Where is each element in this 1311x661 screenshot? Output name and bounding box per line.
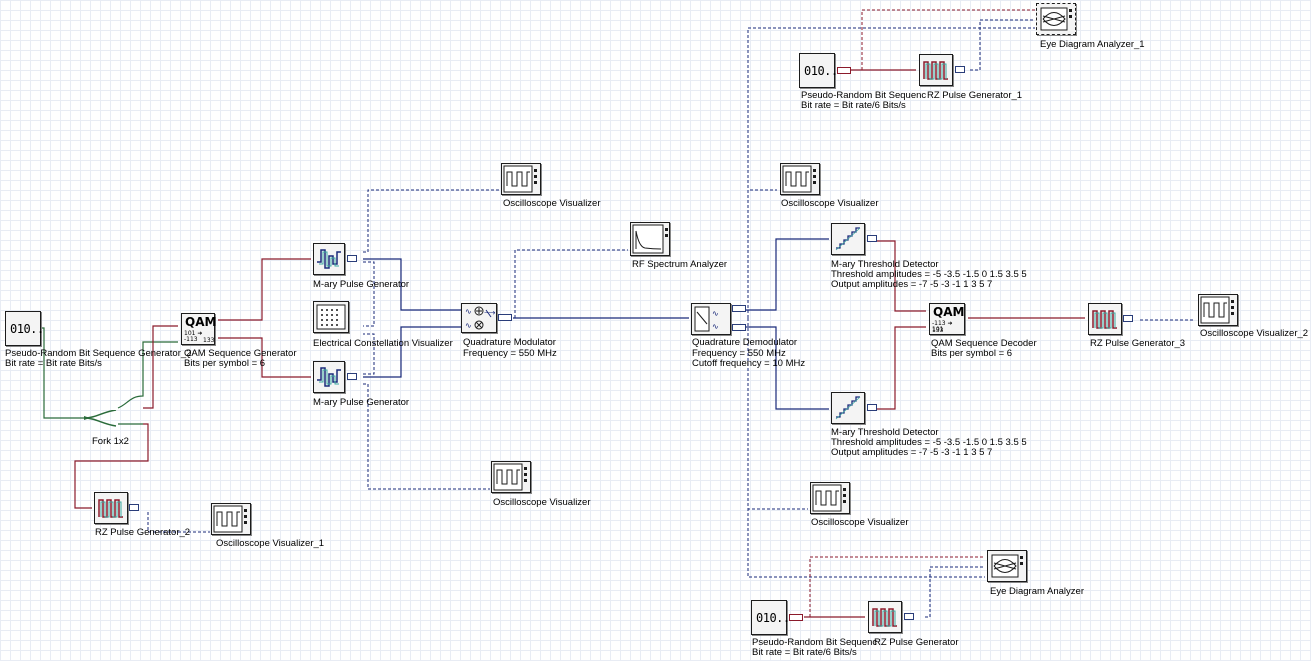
wire-qam-mary-bot — [218, 337, 311, 378]
wire-qam-mary-top — [218, 258, 311, 321]
svg-text:∿: ∿ — [465, 321, 472, 330]
wire-fork-qam — [117, 341, 178, 409]
pulse-icon — [1088, 303, 1122, 335]
probe-eye1-trigger — [861, 9, 1035, 70]
label-osc-mid2: Oscilloscope Visualizer — [811, 517, 909, 528]
label-qdemod: Quadrature Demodulator — [692, 337, 798, 348]
eye-diagram-icon — [987, 550, 1027, 582]
svg-text:∿: ∿ — [712, 322, 719, 331]
probe-osc-mid — [747, 189, 777, 318]
quadrature-demodulator-icon: ∿∿ — [691, 303, 731, 335]
wire-mary-top-mod — [363, 258, 461, 311]
label-thr-top: M-ary Threshold Detector — [831, 259, 939, 270]
probe-osc1 — [147, 512, 210, 533]
label-osc-mid: Oscilloscope Visualizer — [781, 198, 879, 209]
wire-mary-bot-mod — [363, 326, 461, 378]
bits-icon: 010.. — [799, 53, 838, 88]
label-osc2: Oscilloscope Visualizer_2 — [1200, 328, 1309, 339]
label-rz1: RZ Pulse Generator_1 — [927, 90, 1023, 101]
pulse-icon — [919, 54, 953, 86]
bits-icon: 010.. — [751, 600, 790, 635]
param-qam-dec: Bits per symbol = 6 — [931, 348, 1013, 359]
label-prbs-bot: Pseudo-Random Bit Sequenc — [752, 637, 878, 648]
label-rz-bot: RZ Pulse Generator — [874, 637, 959, 648]
threshold-icon — [831, 392, 865, 424]
label-thr-bot: M-ary Threshold Detector — [831, 427, 939, 438]
param2-thr-bot: Output amplitudes = -7 -5 -3 -1 1 3 5 7 — [831, 447, 993, 458]
oscilloscope-icon — [501, 163, 541, 195]
wire-demod-thr-top — [744, 238, 829, 311]
svg-text:∿: ∿ — [712, 309, 719, 318]
oscilloscope-icon — [810, 482, 850, 514]
label-qam-gen: QAM Sequence Generator — [184, 348, 297, 359]
spectrum-icon — [630, 222, 670, 256]
constellation-icon — [313, 301, 349, 333]
param-prbs-bot: Bit rate = Bit rate/6 Bits/s — [752, 647, 857, 658]
param-prbs-main: Bit rate = Bit rate Bits/s — [5, 358, 102, 369]
bits-icon: 010.. — [5, 311, 44, 346]
label-rz3: RZ Pulse Generator_3 — [1090, 338, 1186, 349]
wire-fork-rz2 — [74, 423, 149, 509]
label-osc-top: Oscilloscope Visualizer — [503, 198, 601, 209]
wire-demod-thr-bot — [744, 326, 829, 410]
label-qmod: Quadrature Modulator — [463, 337, 556, 348]
wire-thr-top-dec — [871, 240, 926, 312]
probe-eye-bot-ref — [925, 566, 985, 618]
pulse-icon — [868, 601, 902, 633]
mary-pulse-icon — [313, 243, 345, 275]
label-osc1: Oscilloscope Visualizer_1 — [216, 538, 325, 549]
label-rfsa: RF Spectrum Analyzer — [632, 259, 728, 270]
eye-diagram-icon — [1036, 3, 1076, 35]
param-thr-top: Threshold amplitudes = -5 -3.5 -1.5 0 1.… — [831, 269, 1027, 280]
probe-constel-a — [363, 261, 375, 327]
param2-qdemod: Cutoff frequency = 10 MHz — [692, 358, 806, 369]
probe-constel-b — [363, 333, 375, 375]
oscilloscope-icon — [780, 163, 820, 195]
probe-rfsa — [514, 249, 628, 318]
threshold-icon — [831, 223, 865, 255]
probe-eye1-ref — [970, 19, 1035, 71]
probe-eye-bot-trigger — [809, 556, 985, 617]
label-eye1: Eye Diagram Analyzer_1 — [1040, 39, 1145, 50]
label-constel: Electrical Constellation Visualizer — [313, 338, 453, 349]
label-mary-top: M-ary Pulse Generator — [313, 279, 410, 290]
param2-thr-top: Output amplitudes = -7 -5 -3 -1 1 3 5 7 — [831, 279, 993, 290]
wire-fork-qam-bin — [143, 325, 178, 409]
qam-encoder-icon: QAM 101 ➜ -113 133 — [181, 313, 216, 345]
qam-decoder-icon: QAM -113 ➜ 101 133 — [929, 303, 965, 335]
label-mary-bot: M-ary Pulse Generator — [313, 397, 410, 408]
label-osc-bot: Oscilloscope Visualizer — [493, 497, 591, 508]
param-thr-bot: Threshold amplitudes = -5 -3.5 -1.5 0 1.… — [831, 437, 1027, 448]
fork-icon — [83, 409, 117, 427]
wire-prbs-fork — [41, 327, 84, 419]
param-qam-gen: Bits per symbol = 6 — [184, 358, 266, 369]
svg-text:∿: ∿ — [465, 307, 472, 316]
label-prbs-main: Pseudo-Random Bit Sequence Generator_2 — [5, 348, 192, 359]
oscilloscope-icon — [1198, 294, 1238, 326]
param-prbs-top: Bit rate = Bit rate/6 Bits/s — [801, 100, 906, 111]
param-qdemod: Frequency = 550 MHz — [692, 348, 786, 359]
probe-osc-bot — [363, 383, 490, 490]
label-prbs-top: Pseudo-Random Bit Sequenc — [801, 90, 927, 101]
pulse-icon — [94, 492, 128, 524]
oscilloscope-icon — [211, 503, 251, 535]
probe-osc-top — [363, 189, 500, 253]
quadrature-modulator-icon: ∿ ⟶ ∿ — [461, 303, 497, 333]
label-rz2: RZ Pulse Generator_2 — [95, 527, 191, 538]
label-eye-bot: Eye Diagram Analyzer — [990, 586, 1084, 597]
label-qam-dec: QAM Sequence Decoder — [931, 338, 1037, 349]
svg-text:⟶: ⟶ — [484, 308, 496, 317]
oscilloscope-icon — [491, 461, 531, 493]
param-qmod: Frequency = 550 MHz — [463, 348, 557, 359]
probe-osc-mid2 — [747, 318, 808, 510]
mary-pulse-icon — [313, 361, 345, 393]
fork-component[interactable] — [82, 409, 122, 435]
label-fork: Fork 1x2 — [92, 436, 129, 447]
wire-thr-bot-dec — [871, 326, 926, 410]
